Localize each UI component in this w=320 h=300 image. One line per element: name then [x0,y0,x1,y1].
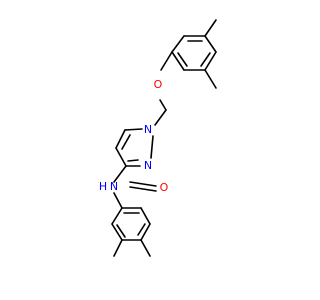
bond [115,129,126,149]
bond-skeleton [111,19,217,257]
bond [115,147,127,167]
carbonyl-oxygen-label: O [160,181,169,194]
bond [204,35,217,53]
bond [177,52,188,67]
bond [129,181,157,187]
bond [159,99,167,111]
bond [154,109,167,126]
bond [171,51,185,71]
bond [113,192,123,209]
bond [140,207,151,225]
bond [160,51,173,71]
bond [127,159,139,162]
pyrazole-n1-label: N [144,123,152,136]
bond [113,165,127,183]
bond [121,134,131,150]
bond [140,239,151,257]
bond [150,135,154,159]
bond [140,223,151,241]
amide-hydrogen-label: H [99,180,107,193]
bond [111,207,123,225]
amide-nitrogen-label: N [110,180,118,193]
bond [200,52,211,67]
bond [204,69,217,89]
pyrazole-n2-label: N [144,159,152,172]
bond [137,223,146,236]
bond [113,239,123,257]
bond [171,35,185,53]
bond [204,19,217,37]
bond [204,51,217,71]
bond [129,186,157,192]
bond [124,128,143,131]
bond [111,223,123,241]
chemical-structure-diagram: O N N N H O [99,19,217,257]
ether-oxygen-label: O [154,78,163,91]
bond [116,224,126,238]
